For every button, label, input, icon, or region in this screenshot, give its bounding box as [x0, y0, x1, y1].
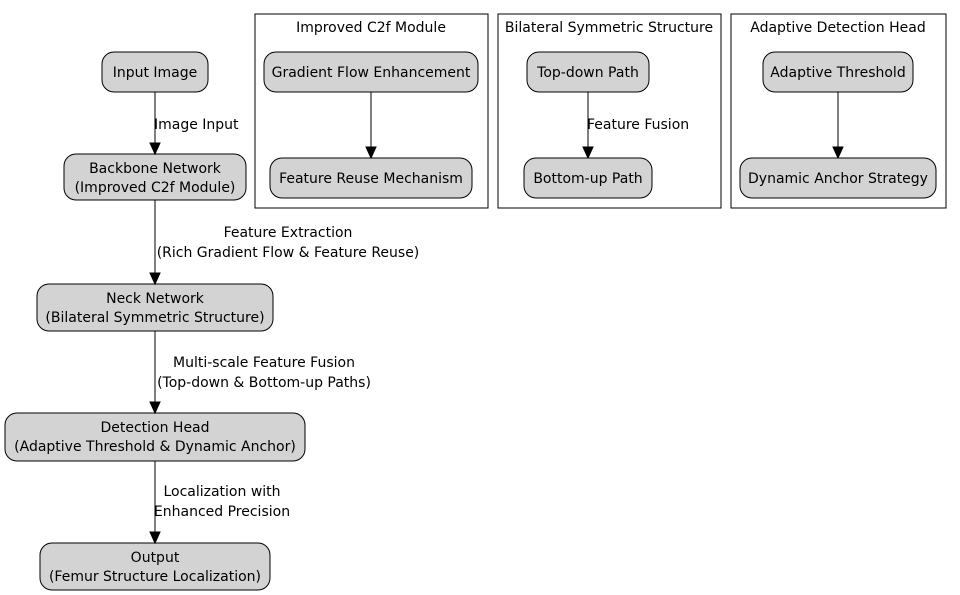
node-neck-network: Neck Network (Bilateral Symmetric Struct…: [36, 283, 274, 332]
cluster-bilateral-symmetric: Bilateral Symmetric Structure: [497, 13, 722, 209]
node-head-title: Detection Head: [100, 420, 209, 436]
node-backbone-subtitle: (Improved C2f Module): [75, 180, 236, 196]
edge-label-localization-detail: Enhanced Precision: [154, 504, 290, 520]
node-detection-head: Detection Head (Adaptive Threshold & Dyn…: [4, 412, 306, 462]
node-backbone-network: Backbone Network (Improved C2f Module): [63, 153, 247, 201]
edge-label-feature-fusion: Feature Fusion: [587, 117, 689, 133]
node-adaptive-threshold: Adaptive Threshold: [762, 51, 914, 93]
node-output-subtitle: (Femur Structure Localization): [49, 569, 261, 585]
node-input-image-label: Input Image: [113, 65, 198, 81]
edge-label-multiscale-fusion-detail: (Top-down & Bottom-up Paths): [157, 375, 371, 391]
node-input-image: Input Image: [101, 51, 209, 93]
node-dynamic-anchor-label: Dynamic Anchor Strategy: [748, 171, 928, 187]
edge-label-multiscale-fusion: Multi-scale Feature Fusion: [173, 355, 355, 371]
node-output: Output (Femur Structure Localization): [39, 542, 271, 591]
node-neck-subtitle: (Bilateral Symmetric Structure): [45, 310, 264, 326]
node-head-subtitle: (Adaptive Threshold & Dynamic Anchor): [14, 439, 296, 455]
node-gradient-flow-label: Gradient Flow Enhancement: [272, 65, 471, 81]
edge-label-feature-extraction-detail: (Rich Gradient Flow & Feature Reuse): [157, 245, 420, 261]
node-dynamic-anchor-strategy: Dynamic Anchor Strategy: [739, 157, 937, 199]
edge-label-image-input: Image Input: [154, 117, 239, 133]
node-neck-title: Neck Network: [106, 291, 205, 307]
node-top-down-path: Top-down Path: [526, 51, 650, 93]
cluster-adaptive-title: Adaptive Detection Head: [750, 20, 925, 36]
edge-head-to-output: [149, 461, 161, 545]
node-feature-reuse-mechanism: Feature Reuse Mechanism: [269, 157, 473, 199]
edge-backbone-to-neck: [149, 200, 161, 286]
node-top-down-label: Top-down Path: [536, 65, 639, 81]
edge-neck-to-head: [149, 331, 161, 415]
cluster-improved-c2f-title: Improved C2f Module: [296, 20, 446, 36]
node-bottom-up-label: Bottom-up Path: [533, 171, 642, 187]
node-backbone-title: Backbone Network: [89, 161, 222, 177]
edge-input-to-backbone: [149, 92, 161, 156]
node-bottom-up-path: Bottom-up Path: [523, 157, 653, 199]
edge-label-localization: Localization with: [163, 484, 280, 500]
node-gradient-flow-enhancement: Gradient Flow Enhancement: [263, 51, 479, 93]
cluster-adaptive-detection-head: Adaptive Detection Head: [730, 13, 947, 209]
edge-label-feature-extraction: Feature Extraction: [224, 225, 353, 241]
node-adaptive-threshold-label: Adaptive Threshold: [770, 65, 905, 81]
edge-top-down-to-bottom-up: [582, 92, 594, 160]
cluster-bilateral-title: Bilateral Symmetric Structure: [505, 20, 713, 36]
node-output-title: Output: [131, 550, 180, 566]
cluster-improved-c2f: Improved C2f Module: [254, 13, 489, 209]
edge-gradient-to-reuse: [365, 92, 377, 160]
node-feature-reuse-label: Feature Reuse Mechanism: [279, 171, 463, 187]
edge-threshold-to-anchor: [832, 92, 844, 160]
